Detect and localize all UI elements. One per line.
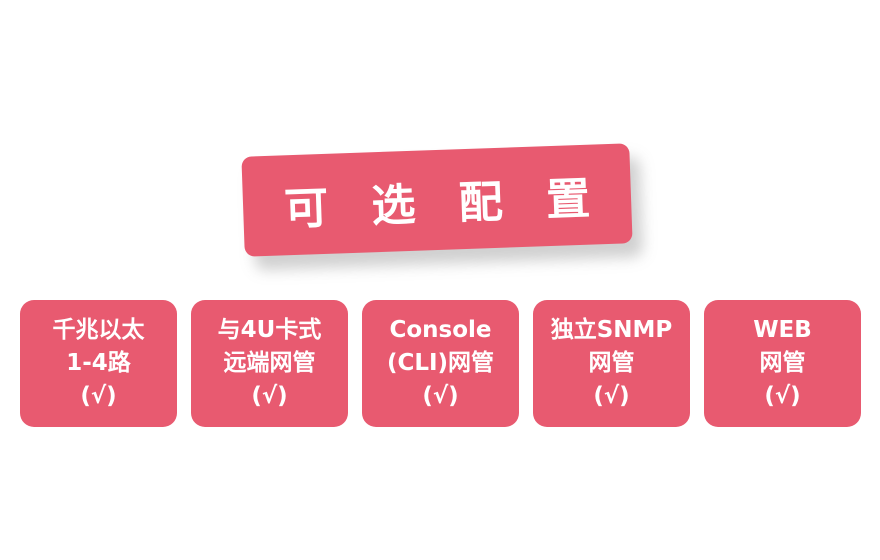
feature-card-console-cli-nms: Console (CLI)网管 (√) xyxy=(362,300,519,427)
card-check: (√) xyxy=(251,383,288,409)
card-line: 千兆以太 xyxy=(52,317,145,343)
card-line: 网管 xyxy=(588,350,635,376)
card-check: (√) xyxy=(593,383,630,409)
card-line: 网管 xyxy=(759,350,806,376)
feature-card-gigabit-ethernet: 千兆以太 1-4路 (√) xyxy=(20,300,177,427)
card-check: (√) xyxy=(80,383,117,409)
card-line: WEB xyxy=(753,317,812,343)
card-check: (√) xyxy=(422,383,459,409)
card-line: 1-4路 xyxy=(66,350,131,376)
card-line: 与4U卡式 xyxy=(217,317,322,343)
feature-card-web-nms: WEB 网管 (√) xyxy=(704,300,861,427)
card-line: 远端网管 xyxy=(223,350,316,376)
card-line: Console xyxy=(389,317,492,343)
card-line: 独立SNMP xyxy=(550,317,673,343)
feature-card-4u-card-remote-nms: 与4U卡式 远端网管 (√) xyxy=(191,300,348,427)
banner: 可 选 配 置 xyxy=(241,143,633,257)
feature-cards-row: 千兆以太 1-4路 (√) 与4U卡式 远端网管 (√) Console (CL… xyxy=(0,300,880,427)
card-line: (CLI)网管 xyxy=(386,350,495,376)
feature-card-standalone-snmp-nms: 独立SNMP 网管 (√) xyxy=(533,300,690,427)
card-check: (√) xyxy=(764,383,801,409)
banner-title: 可 选 配 置 xyxy=(283,173,605,236)
